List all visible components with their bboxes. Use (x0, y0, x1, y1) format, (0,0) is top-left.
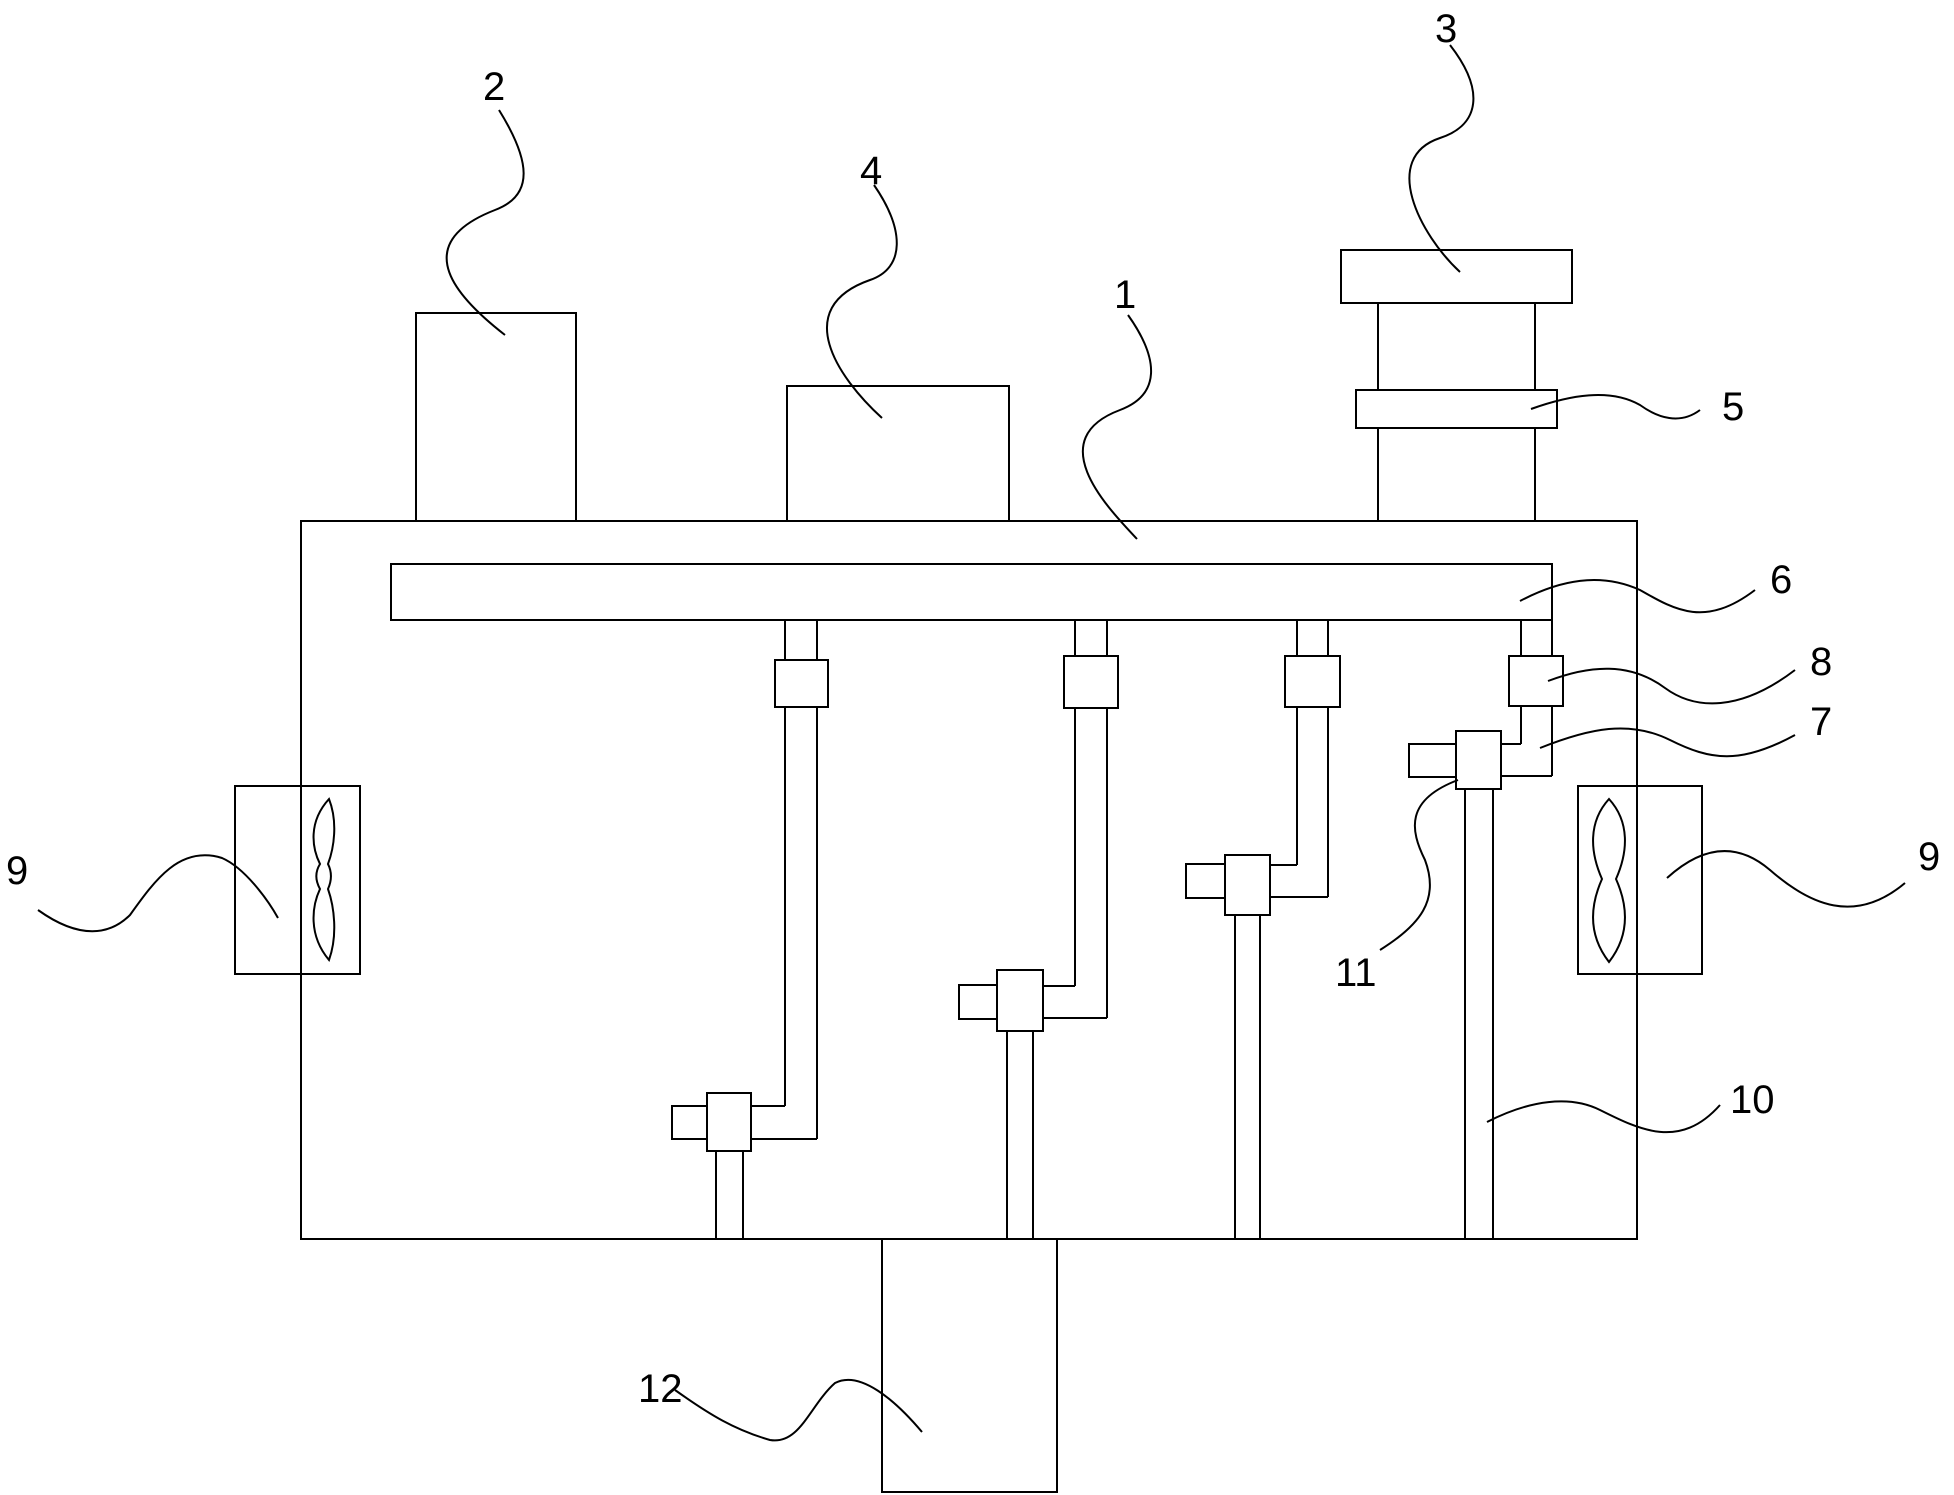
leader-4 (826, 184, 898, 419)
branch-3-connector (1284, 655, 1341, 708)
leader-7 (1539, 727, 1796, 758)
leader-9-left (37, 854, 279, 933)
branch-2 (958, 620, 1119, 1239)
fan-left (234, 785, 361, 975)
leader-8 (1547, 667, 1796, 705)
branch-2-connector (1063, 655, 1119, 709)
leader-10 (1486, 1100, 1721, 1134)
label-fan-left: 9 (6, 849, 28, 893)
top-right-assembly (1340, 249, 1573, 521)
box-left (415, 312, 577, 522)
branch-1-valve-stub (671, 1105, 708, 1140)
fan-right (1577, 785, 1703, 975)
labels: 1 2 3 4 5 6 8 7 11 9 9 10 12 (6, 7, 1940, 1411)
label-manifold: 6 (1770, 558, 1792, 602)
branch-2-valve (996, 969, 1044, 1032)
leader-1 (1081, 314, 1152, 540)
leader-lines (37, 44, 1906, 1442)
branch-4 (1408, 620, 1564, 1239)
label-elbow-pipe: 7 (1810, 700, 1832, 744)
connector (1508, 655, 1564, 707)
branch-1 (671, 620, 829, 1239)
label-vertical-pipe: 10 (1730, 1078, 1775, 1122)
branch-2-valve-stub (958, 984, 998, 1020)
label-box-middle: 4 (860, 149, 882, 193)
label-fan-right: 9 (1918, 835, 1940, 879)
label-box-left: 2 (483, 65, 505, 109)
fan-left-housing (234, 785, 361, 975)
label-collector: 12 (638, 1367, 683, 1411)
leader-3 (1408, 44, 1475, 273)
label-housing: 1 (1114, 273, 1136, 317)
leader-6 (1519, 579, 1756, 614)
leader-9-right (1666, 850, 1906, 908)
leader-11 (1379, 779, 1459, 951)
fan-right-blade-icon (1592, 797, 1626, 964)
label-ring: 5 (1722, 385, 1744, 429)
top-cap (1340, 249, 1573, 304)
branch-3-valve (1224, 854, 1271, 916)
branch-3-valve-stub (1185, 863, 1226, 899)
leader-12 (674, 1378, 923, 1442)
leader-5 (1530, 394, 1701, 420)
collector (881, 1238, 1058, 1493)
label-box-top-right: 3 (1435, 7, 1457, 51)
branch-1-valve (706, 1092, 752, 1152)
branch-1-connector (774, 659, 829, 708)
box-middle (786, 385, 1010, 522)
label-connector: 8 (1810, 640, 1832, 684)
valve-stub (1408, 743, 1457, 778)
ring (1355, 389, 1558, 429)
valve (1455, 730, 1502, 790)
label-valve: 11 (1335, 951, 1377, 995)
fan-right-housing (1577, 785, 1703, 975)
housing (300, 520, 1638, 1240)
fan-left-blade-icon (312, 797, 336, 962)
leader-2 (445, 109, 525, 336)
manifold (390, 563, 1553, 621)
branch-3 (1185, 620, 1341, 1239)
